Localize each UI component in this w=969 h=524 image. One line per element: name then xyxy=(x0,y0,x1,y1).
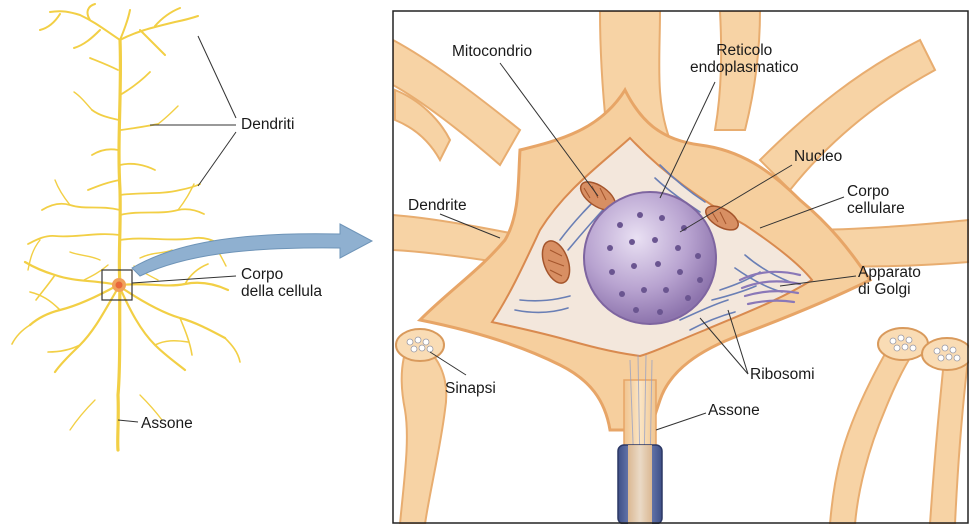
nucleus xyxy=(584,192,716,324)
label-dendrite: Dendrite xyxy=(408,197,467,214)
label-dendriti: Dendriti xyxy=(241,116,294,133)
label-assone-left: Assone xyxy=(141,415,193,432)
label-apparato-line2: di Golgi xyxy=(858,281,921,298)
label-sinapsi: Sinapsi xyxy=(445,380,496,397)
label-apparato-di-golgi: Apparato di Golgi xyxy=(858,264,921,298)
label-corpo-line2: della cellula xyxy=(241,283,322,300)
label-apparato-line1: Apparato xyxy=(858,264,921,281)
label-corpo-cellulare: Corpo cellulare xyxy=(847,183,905,217)
label-reticolo-line2: endoplasmatico xyxy=(690,59,799,76)
label-corpo-line1: Corpo xyxy=(241,266,322,283)
label-assone-right: Assone xyxy=(708,402,760,419)
label-mitocondrio: Mitocondrio xyxy=(452,43,532,60)
label-nucleo: Nucleo xyxy=(794,148,842,165)
neuron-drawing xyxy=(12,4,240,450)
label-corpo-cellulare-line1: Corpo xyxy=(847,183,905,200)
label-ribosomi: Ribosomi xyxy=(750,366,815,383)
label-corpo-della-cellula: Corpo della cellula xyxy=(241,266,322,300)
label-corpo-cellulare-line2: cellulare xyxy=(847,200,905,217)
soma-highlight xyxy=(112,278,126,292)
label-reticolo-endoplasmatico: Reticolo endoplasmatico xyxy=(690,42,799,76)
label-reticolo-line1: Reticolo xyxy=(690,42,799,59)
